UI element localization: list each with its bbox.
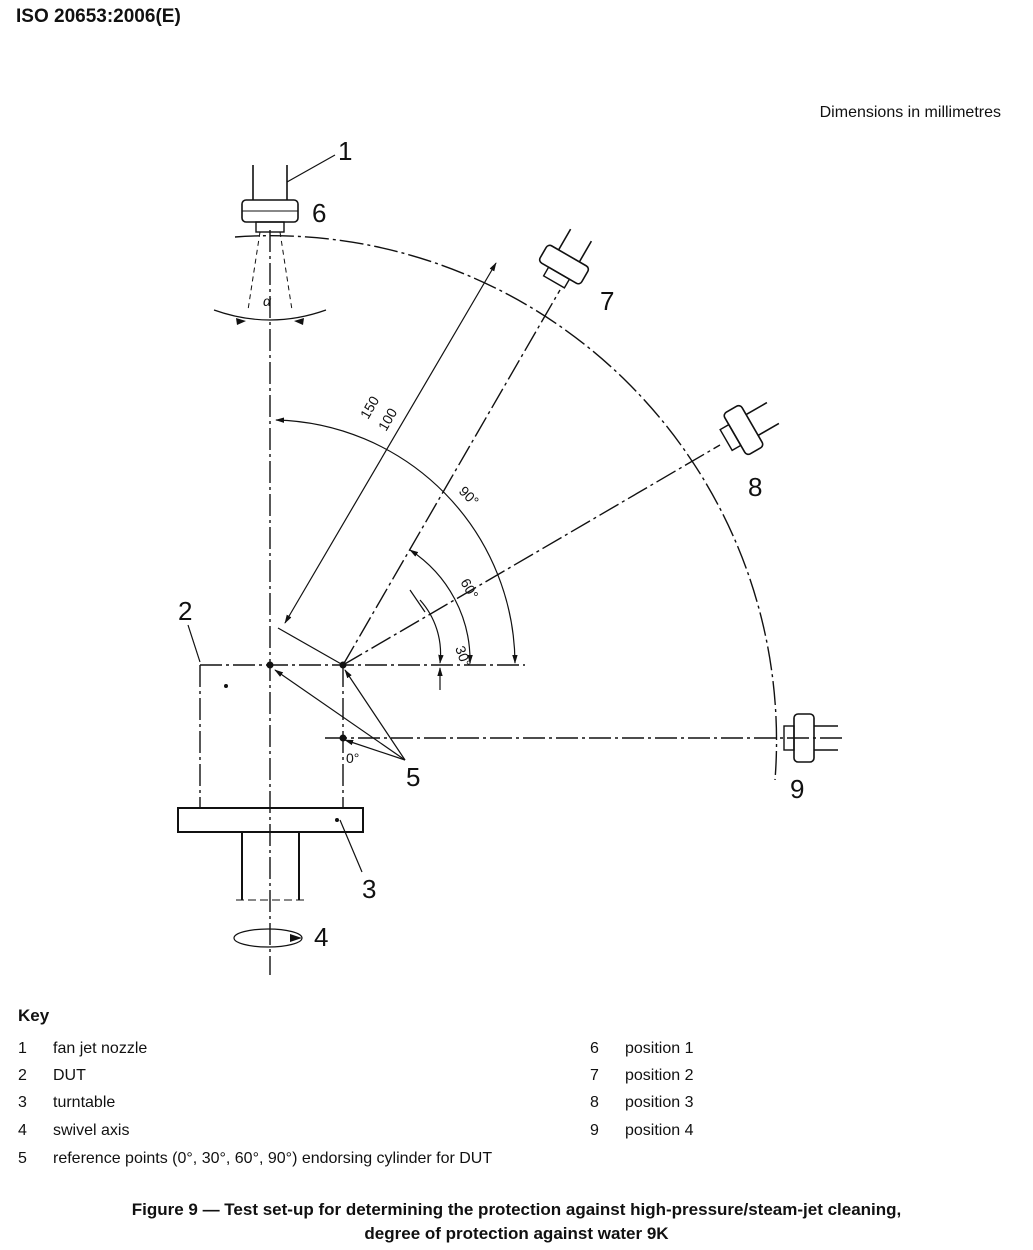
dimension-line-150: [284, 262, 497, 624]
key-text: DUT: [53, 1067, 86, 1084]
key-number: 5: [18, 1150, 27, 1167]
key-text: swivel axis: [53, 1122, 130, 1139]
callout-6: 6: [312, 198, 326, 228]
nozzle-position-1: [213, 165, 327, 325]
angle-label-90: 90°: [456, 483, 482, 509]
reference-point-90: [266, 661, 274, 669]
angle-label-60: 60°: [457, 576, 481, 602]
key-number: 4: [18, 1122, 27, 1139]
callout-1: 1: [338, 136, 352, 166]
turntable: [177, 807, 364, 833]
nozzle-position-2: [538, 228, 593, 289]
key-text: position 1: [625, 1040, 694, 1057]
callout-3: 3: [362, 874, 376, 904]
reference-point-30: [339, 661, 347, 669]
callout-8: 8: [748, 472, 762, 502]
caption-line-1: Figure 9 — Test set-up for determining t…: [131, 1200, 902, 1219]
callout-9: 9: [790, 774, 804, 804]
dimensions-note: Dimensions in millimetres: [819, 104, 1001, 121]
caption-line-2: degree of protection against water 9K: [364, 1224, 669, 1243]
key-number: 3: [18, 1094, 27, 1111]
jet-ray-position-2: [342, 289, 561, 666]
key-text: position 3: [625, 1094, 694, 1111]
nozzle-position-3: [719, 401, 780, 456]
key-number: 6: [590, 1040, 599, 1057]
key-text: position 2: [625, 1067, 694, 1084]
callout-7: 7: [600, 286, 614, 316]
standard-id: ISO 20653:2006(E): [16, 6, 181, 27]
test-setup-figure: 1 2 3 4 5 6 7 8 9 α 0° 30° 60° 90° 150 1…: [177, 136, 845, 975]
angle-arc-90: [275, 417, 518, 664]
key-number: 7: [590, 1067, 599, 1084]
callout-2: 2: [178, 596, 192, 626]
key-number: 2: [18, 1067, 27, 1084]
callout-4: 4: [314, 922, 328, 952]
key-number: 1: [18, 1040, 27, 1057]
key-number: 9: [590, 1122, 599, 1139]
dimension-label-100: 100: [375, 405, 401, 433]
alpha-label: α: [263, 293, 272, 309]
angle-label-0: 0°: [346, 750, 359, 766]
reference-point-0: [339, 734, 347, 742]
position-arc: [234, 234, 778, 781]
key-text: position 4: [625, 1122, 694, 1139]
figure-caption: Figure 9 — Test set-up for determining t…: [0, 1198, 1033, 1246]
key-title: Key: [18, 1006, 50, 1025]
key-text: fan jet nozzle: [53, 1040, 148, 1057]
nozzle-position-4: [783, 713, 838, 763]
key-number: 8: [590, 1094, 599, 1111]
jet-ray-position-3: [342, 444, 721, 666]
key-text: reference points (0°, 30°, 60°, 90°) end…: [53, 1150, 493, 1167]
angle-label-30: 30°: [452, 644, 474, 669]
callout-5: 5: [406, 762, 420, 792]
key-text: turntable: [53, 1094, 116, 1111]
